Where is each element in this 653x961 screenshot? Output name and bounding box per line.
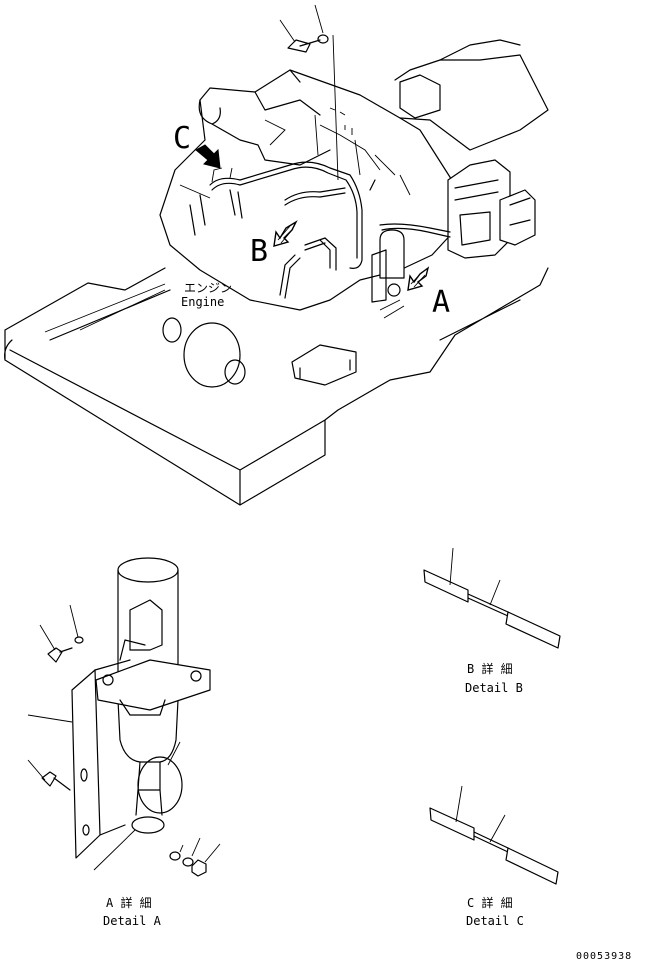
mount-box [291,344,357,386]
washer-icon [182,857,194,867]
detail-b-label-en: Detail B [465,681,523,695]
detail-a-view: A 詳 細 Detail A [27,557,221,928]
detail-c-view: C 詳 細 Detail C [429,785,559,928]
engine-label-jp: エンジン [184,281,232,295]
view-label-a: A [432,285,450,320]
arrow-icon [195,144,221,169]
detail-c-label-jp: C 詳 細 [467,895,513,910]
frame-plate [4,267,549,506]
hose-icon [429,807,475,841]
detail-b-label-jp: B 詳 細 [467,661,513,676]
engine-label-en: Engine [181,295,224,309]
main-assembly-view: C B A エンジン Engine [4,4,549,506]
detail-b-view: B 詳 細 Detail B [423,547,561,695]
hose-main [209,161,363,269]
nut-icon [191,859,207,877]
arrow-icon [273,220,298,247]
bolt-icon [39,604,84,663]
bolt-top [279,4,339,181]
detail-a-label-jp: A 詳 細 [106,895,152,910]
drawing-number: 00053938 [576,951,632,961]
bolt-icon [27,759,71,791]
hose-icon [423,569,469,603]
washer-icon [169,851,181,861]
engine-boss [183,322,241,388]
bottle-small [371,229,405,319]
detail-a-label-en: Detail A [103,914,162,928]
filter-canister [447,159,536,259]
bracket-plate [71,669,101,859]
view-label-b: B [250,234,268,269]
view-label-c: C [173,121,191,156]
detail-c-label-en: Detail C [466,914,524,928]
arrow-icon [407,266,430,291]
